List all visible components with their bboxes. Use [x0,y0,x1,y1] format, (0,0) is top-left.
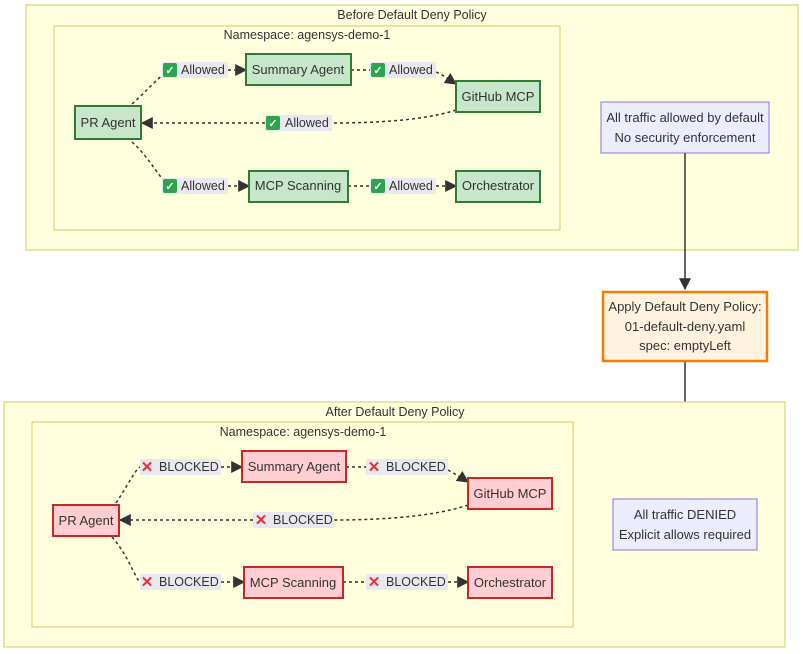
after-label-pr-summary: ✕ BLOCKED [140,459,221,476]
before-label-pr-mcp: ✓ Allowed [162,178,228,194]
before-edge-pr-summary-a [131,69,171,105]
cross-icon: ✕ [141,459,154,476]
svg-text:GitHub MCP: GitHub MCP [462,89,535,104]
svg-text:spec: emptyLeft: spec: emptyLeft [639,338,731,353]
before-namespace-title: Namespace: agensys-demo-1 [224,28,391,42]
after-label-pr-mcp: ✕ BLOCKED [140,574,221,591]
svg-text:Allowed: Allowed [285,116,329,130]
svg-text:MCP Scanning: MCP Scanning [250,575,336,590]
cross-icon: ✕ [368,574,381,591]
after-label-mcp-orch: ✕ BLOCKED [366,574,448,591]
svg-text:Explicit allows required: Explicit allows required [619,527,751,542]
before-label-pr-summary: ✓ Allowed [162,62,228,78]
svg-text:Orchestrator: Orchestrator [462,178,535,193]
after-node-mcp-scanning: MCP Scanning [243,566,344,599]
svg-text:✓: ✓ [268,118,277,130]
before-node-summary-agent: Summary Agent [245,53,352,86]
before-label-summary-github: ✓ Allowed [370,62,436,78]
after-edge-pr-mcp-a [111,536,141,583]
after-edge-github-pr-a [333,504,469,521]
after-cluster-title: After Default Deny Policy [326,405,466,419]
svg-text:Allowed: Allowed [389,63,433,77]
policy-node: Apply Default Deny Policy: 01-default-de… [601,290,769,363]
svg-text:Orchestrator: Orchestrator [474,575,547,590]
after-cluster: After Default Deny Policy Namespace: age… [3,401,786,648]
before-note: All traffic allowed by default No securi… [600,101,770,154]
svg-text:01-default-deny.yaml: 01-default-deny.yaml [625,319,746,334]
svg-text:BLOCKED: BLOCKED [386,575,446,589]
check-icon [371,63,385,77]
svg-text:MCP Scanning: MCP Scanning [255,178,341,193]
after-node-summary-agent: Summary Agent [241,450,347,483]
svg-text:Summary Agent: Summary Agent [252,62,345,77]
cross-icon: ✕ [255,512,268,529]
svg-text:No security enforcement: No security enforcement [615,130,756,145]
after-label-github-pr: ✕ BLOCKED [253,512,334,529]
before-edge-github-pr-a [331,109,457,124]
check-icon [163,63,177,77]
before-cluster: Before Default Deny Policy Namespace: ag… [25,4,799,251]
after-edge-summary-github-b [447,469,469,483]
before-label-github-pr: ✓ Allowed [265,115,332,131]
svg-text:All traffic DENIED: All traffic DENIED [634,507,736,522]
svg-text:✓: ✓ [373,181,382,193]
svg-text:GitHub MCP: GitHub MCP [474,486,547,501]
svg-text:✓: ✓ [373,65,382,77]
svg-text:PR Agent: PR Agent [81,115,136,130]
before-edge-summary-github-b [435,71,457,85]
after-node-orchestrator: Orchestrator [467,566,553,599]
svg-text:All traffic allowed by default: All traffic allowed by default [606,110,764,125]
before-label-mcp-orch: ✓ Allowed [370,178,436,194]
svg-text:Summary Agent: Summary Agent [248,459,341,474]
svg-text:Allowed: Allowed [181,179,225,193]
check-icon [163,179,177,193]
svg-text:BLOCKED: BLOCKED [159,460,219,474]
before-node-pr-agent: PR Agent [74,105,142,140]
before-node-github-mcp: GitHub MCP [455,80,541,113]
svg-text:PR Agent: PR Agent [59,513,114,528]
svg-text:Allowed: Allowed [181,63,225,77]
before-node-mcp-scanning: MCP Scanning [248,170,349,203]
svg-text:BLOCKED: BLOCKED [386,460,446,474]
before-node-orchestrator: Orchestrator [455,170,541,203]
svg-text:Allowed: Allowed [389,179,433,193]
svg-text:BLOCKED: BLOCKED [273,513,333,527]
svg-text:✓: ✓ [165,65,174,77]
cross-icon: ✕ [141,574,154,591]
svg-text:✓: ✓ [165,181,174,193]
after-namespace-title: Namespace: agensys-demo-1 [220,425,387,439]
svg-text:BLOCKED: BLOCKED [159,575,219,589]
after-label-summary-github: ✕ BLOCKED [366,459,448,476]
svg-text:Apply Default Deny Policy:: Apply Default Deny Policy: [608,299,761,314]
check-icon [371,179,385,193]
cross-icon: ✕ [368,459,381,476]
after-note: All traffic DENIED Explicit allows requi… [612,498,758,551]
after-node-pr-agent: PR Agent [52,504,120,537]
after-node-github-mcp: GitHub MCP [467,477,553,510]
before-cluster-title: Before Default Deny Policy [337,8,487,22]
check-icon [266,116,280,130]
